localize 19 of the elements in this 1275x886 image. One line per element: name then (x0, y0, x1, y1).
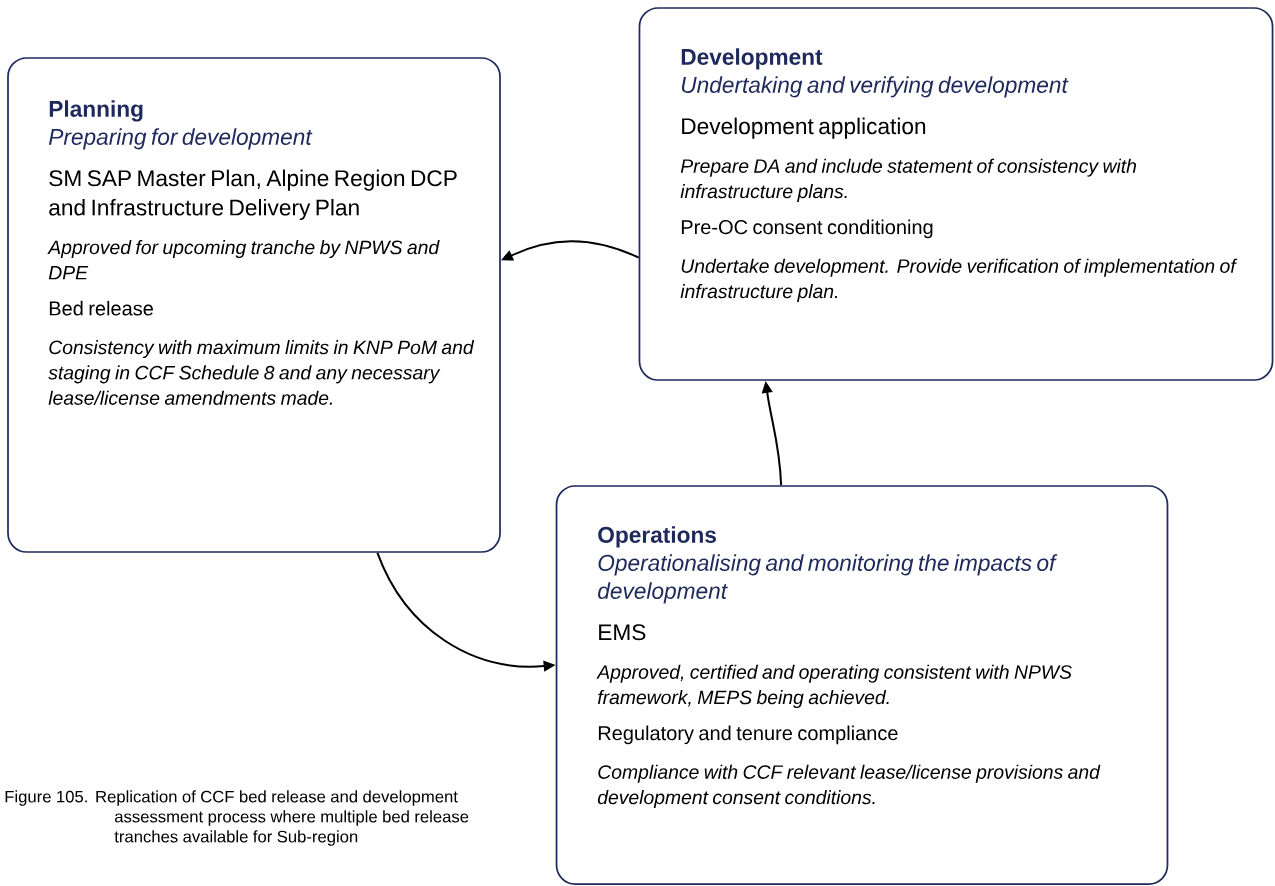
step-description: Compliance with CCF relevant lease/license provisions and development consent conditions. (597, 764, 1101, 809)
box-title: Planning (49, 100, 143, 122)
box-title: Operations (598, 526, 716, 548)
figure-caption: Figure 105. Replication of CCF bed release and development assessment process where multiple bed release tranches available for Sub-region (5, 790, 469, 846)
box-subtitle: Operationalising and monitoring the impacts of development (598, 554, 1058, 604)
step-description: Approved for upcoming tranche by NPWS and DPE (47, 240, 440, 280)
box-subtitle: Undertaking and verifying development (681, 76, 1069, 98)
step-description: Prepare DA and include statement of consistency with infrastructure plans. (680, 158, 1136, 203)
step-description: Approved, certified and operating consistent with NPWS framework, MEPS being achieved. (596, 664, 1072, 709)
box-title: Development (681, 48, 823, 70)
step-description: Consistency with maximum limits in KNP PoM and staging in CCF Schedule 8 and any necessary lease/license amendments made. (48, 340, 475, 405)
step-description: Undertake development. Provide verification of implementation of infrastructure plan. (680, 258, 1238, 303)
step-heading: SM SAP Master Plan, Alpine Region DCP and Infrastructure Delivery Plan (49, 169, 457, 221)
box-subtitle: Preparing for development (48, 128, 313, 150)
step-heading: Pre-OC consent conditioning (681, 219, 933, 239)
step-heading: Regulatory and tenure compliance (598, 725, 898, 745)
step-heading: Development application (682, 117, 926, 139)
step-heading: Bed release (49, 300, 153, 316)
step-heading: EMS (599, 624, 646, 641)
